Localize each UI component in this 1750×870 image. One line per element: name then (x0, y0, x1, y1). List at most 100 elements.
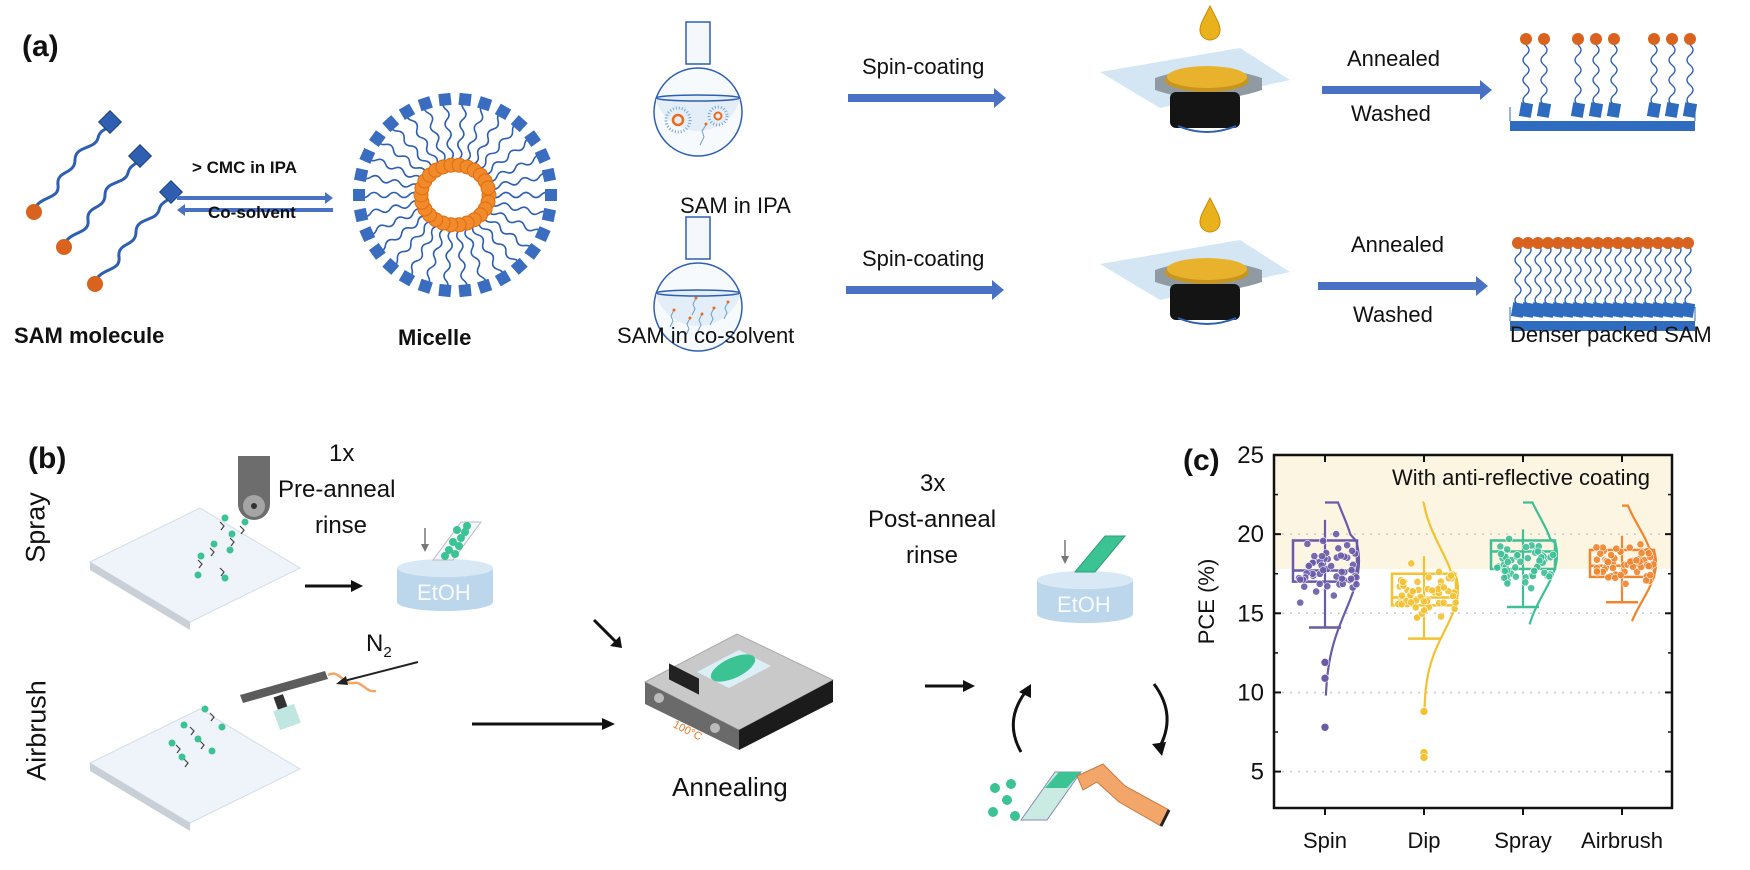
spin-coating-top-arrow (848, 88, 1006, 108)
data-point (1329, 591, 1338, 600)
etoh-label-pre: EtOH (417, 580, 471, 605)
micelle-tail (465, 102, 486, 162)
data-point (1420, 606, 1429, 615)
sam-chain (1554, 244, 1562, 306)
panel-c-label: (c) (1183, 444, 1220, 477)
micelle-anchor (353, 189, 365, 201)
sam-molecule-1 (32, 124, 111, 211)
sam-head-group (1684, 33, 1696, 45)
sam-head-group (1542, 237, 1554, 249)
sam-head-group (1520, 33, 1532, 45)
data-point (1319, 566, 1328, 575)
y-tick-label: 10 (1237, 679, 1264, 706)
flask-cosolvent-icon (653, 216, 743, 352)
micelle-tail (479, 122, 520, 170)
micelle-tail (405, 111, 439, 165)
outlier-point (1419, 707, 1429, 716)
micelle-tail (406, 225, 438, 279)
micelle-tail (367, 208, 423, 236)
plot-frame (1272, 453, 1674, 810)
micelle-tail (489, 172, 550, 190)
data-point (1644, 549, 1653, 558)
data-point (1334, 544, 1343, 553)
airbrush-to-anneal-arrow (472, 718, 615, 730)
data-point (1435, 568, 1443, 576)
data-point (1408, 587, 1417, 596)
anneal-to-rinse-arrow (925, 680, 975, 692)
micelle-head (480, 180, 496, 196)
micelle-tail (389, 123, 432, 169)
data-point (1621, 579, 1630, 588)
data-point (1413, 577, 1422, 586)
data-point (1336, 551, 1345, 560)
spin-coater-bottom-icon (1100, 196, 1290, 325)
data-point (1439, 598, 1448, 607)
sam-head-group (1622, 237, 1634, 249)
reverse-arrow-label: Co-solvent (208, 203, 296, 222)
micelle-anchor (368, 243, 386, 260)
row-label-spray: Spray (20, 492, 51, 563)
micelle-anchor (494, 269, 512, 287)
micelle-anchor (524, 130, 542, 147)
sam-head-group (1512, 237, 1524, 249)
spray-to-rinse-arrow (305, 580, 363, 592)
data-point (1593, 555, 1601, 564)
data-point (1637, 549, 1646, 557)
sam-chain (1544, 244, 1552, 306)
y-tick-label: 25 (1237, 442, 1264, 469)
post-rinse-count: 3x (920, 470, 946, 497)
spin-coating-bottom-arrow (846, 280, 1004, 300)
micelle-anchor (353, 167, 369, 183)
sam-anchor-group (1518, 102, 1534, 118)
data-point (1332, 530, 1341, 538)
micelle-anchor (417, 96, 433, 112)
micelle-anchor (541, 207, 557, 223)
micelle-anchor (494, 103, 512, 121)
data-point (1315, 579, 1324, 588)
annealed-bottom-label: Annealed (1351, 232, 1444, 257)
micelle-anchor (477, 278, 493, 294)
data-point (1437, 612, 1445, 621)
sam-head-3 (87, 276, 103, 292)
data-point (1343, 541, 1352, 550)
y-axis-label: PCE (%) (1194, 559, 1219, 645)
micelle-anchor (458, 283, 472, 298)
sam-chain (1514, 244, 1522, 306)
sam-chain (1574, 44, 1582, 106)
nitrogen-subscript: 2 (383, 643, 392, 661)
forward-arrow-label: > CMC in IPA (192, 158, 297, 177)
micelle-tail (484, 137, 533, 175)
micelle-anchor (534, 148, 551, 164)
data-point (1516, 557, 1525, 566)
sam-anchor-2 (127, 143, 153, 169)
data-point (1348, 546, 1356, 555)
sam-chain (1684, 244, 1692, 306)
data-point (1497, 550, 1505, 558)
data-point (1397, 600, 1406, 609)
pre-rinse-count: 1x (329, 440, 355, 467)
equilibrium-arrows (177, 192, 333, 216)
y-tick-label: 20 (1237, 521, 1264, 548)
distribution-curve (1523, 501, 1559, 625)
data-point (1522, 543, 1530, 551)
box-dip (1390, 556, 1460, 762)
micelle-tail (457, 98, 467, 160)
sam-chain (1604, 244, 1612, 306)
sam-head-group (1672, 237, 1684, 249)
data-point (1646, 571, 1655, 579)
data-point (1535, 556, 1544, 565)
x-tick-label: Airbrush (1581, 828, 1663, 853)
sam-anchor-group (1664, 102, 1680, 118)
micelle-tail (472, 111, 504, 165)
sam-anchor-group (1588, 102, 1604, 118)
spin-coating-top-label: Spin-coating (862, 54, 985, 79)
micelle-anchor (438, 283, 452, 298)
sam-anchor-1 (97, 109, 123, 135)
sam-anchor-group (1646, 102, 1662, 118)
data-point (1612, 544, 1621, 553)
sam-chain (1574, 244, 1582, 306)
etoh-dish-pre-icon (397, 521, 493, 611)
sam-chain (1650, 44, 1658, 106)
micelle-anchor (458, 92, 472, 107)
